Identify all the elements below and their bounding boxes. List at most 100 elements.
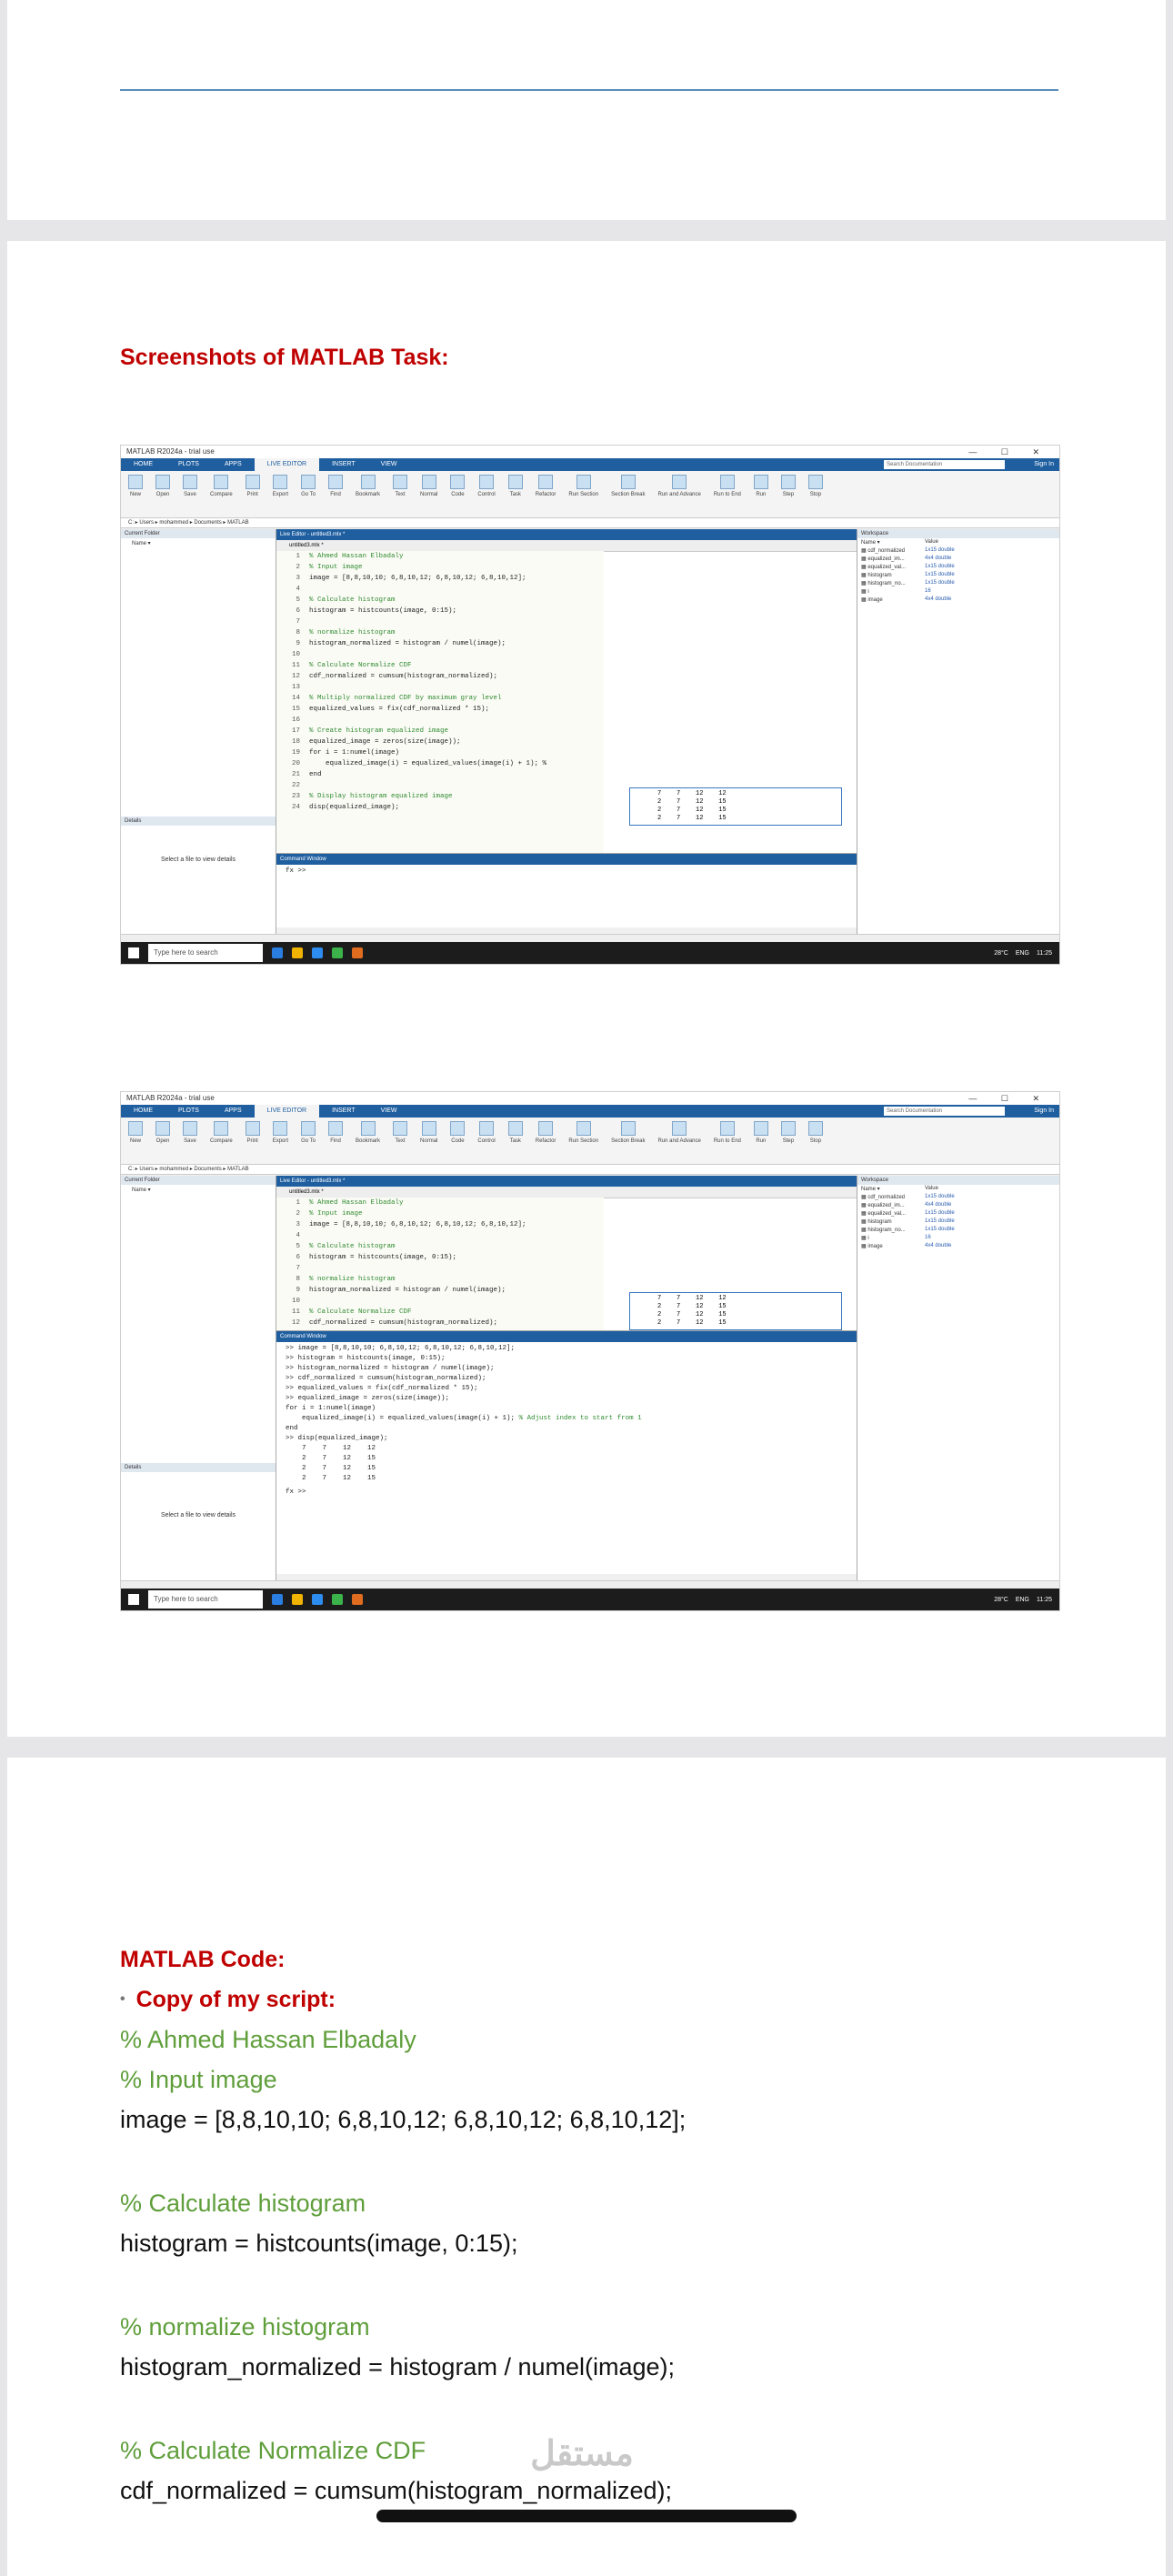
tab-home[interactable]: HOME [134,461,153,467]
edge-icon[interactable] [272,947,283,958]
command-prompt[interactable]: fx >> [286,867,306,875]
ribbon-print-button[interactable]: Print [245,1121,260,1160]
ribbon-go-to-button[interactable]: Go To [301,475,316,514]
ribbon-save-button[interactable]: Save [183,1121,197,1160]
tab-apps[interactable]: APPS [224,461,242,467]
command-output-row: 2 7 12 15 [286,1475,376,1482]
ribbon-run-and-advance-button[interactable]: Run and Advance [657,1121,701,1160]
ribbon-save-button[interactable]: Save [183,475,197,514]
ribbon-open-button[interactable]: Open [155,475,170,514]
ribbon-new-button[interactable]: New [128,475,143,514]
edge-icon[interactable] [272,1594,283,1605]
ribbon-task-button[interactable]: Task [507,475,523,514]
ribbon-run-button[interactable]: Run [753,475,768,514]
mail-icon[interactable] [312,1594,323,1605]
file-explorer-icon[interactable] [292,947,303,958]
mail-icon[interactable] [312,947,323,958]
workspace-variable[interactable]: ▦ equalized_val...1x15 double [861,1210,955,1217]
workspace-variable[interactable]: ▦ equalized_val...1x15 double [861,564,955,570]
ribbon-run-button[interactable]: Run [753,1121,768,1160]
ribbon-run-to-end-button[interactable]: Run to End [714,475,741,514]
ribbon-compare-button[interactable]: Compare [210,475,233,514]
ribbon-new-button[interactable]: New [128,1121,143,1160]
command-window[interactable]: Command Window >> image = [8,8,10,10; 6,… [276,1330,857,1574]
tab-plots[interactable]: PLOTS [178,1108,199,1114]
ribbon-run-to-end-button[interactable]: Run to End [714,1121,741,1160]
ribbon-normal-button[interactable]: Normal [420,475,437,514]
workspace-variable[interactable]: ▦ equalized_im...4x4 double [861,556,952,562]
ribbon-icon [301,475,316,489]
ribbon-code-button[interactable]: Code [450,1121,466,1160]
whatsapp-icon[interactable] [332,1594,343,1605]
workspace-variable[interactable]: ▦ equalized_im...4x4 double [861,1202,952,1208]
search-documentation-input[interactable]: Search Documentation [884,1107,1005,1116]
ribbon-normal-button[interactable]: Normal [420,1121,437,1160]
ribbon-text-button[interactable]: Text [393,475,408,514]
ribbon-go-to-button[interactable]: Go To [301,1121,316,1160]
ribbon-step-button[interactable]: Step [780,475,796,514]
ribbon-run-section-button[interactable]: Run Section [568,1121,598,1160]
ribbon-bookmark-button[interactable]: Bookmark [356,1121,380,1160]
ribbon-print-button[interactable]: Print [245,475,260,514]
ribbon-export-button[interactable]: Export [273,475,288,514]
ribbon-run-and-advance-button[interactable]: Run and Advance [657,475,701,514]
file-explorer-icon[interactable] [292,1594,303,1605]
sign-in-link[interactable]: Sign In [1034,1108,1054,1114]
windows-start-icon[interactable] [128,947,139,958]
command-window[interactable]: Command Window fx >> [276,853,857,927]
ribbon-stop-button[interactable]: Stop [807,475,823,514]
tab-insert[interactable]: INSERT [332,1108,356,1114]
tab-live-editor[interactable]: LIVE EDITOR [254,1105,320,1118]
sign-in-link[interactable]: Sign In [1034,461,1054,467]
matlab-icon[interactable] [352,947,363,958]
taskbar-search-input[interactable]: Type here to search [148,944,263,962]
home-indicator[interactable] [376,2510,797,2522]
ribbon-stop-button[interactable]: Stop [807,1121,823,1160]
workspace-variable[interactable]: ▦ histogram_no...1x15 double [861,1227,955,1233]
taskbar-search-input[interactable]: Type here to search [148,1590,263,1609]
ribbon-section-break-button[interactable]: Section Break [611,475,645,514]
windows-start-icon[interactable] [128,1594,139,1605]
ribbon-text-button[interactable]: Text [393,1121,408,1160]
ribbon-export-button[interactable]: Export [273,1121,288,1160]
ribbon-bookmark-button[interactable]: Bookmark [356,475,380,514]
ribbon-refactor-button[interactable]: Refactor [536,475,556,514]
ribbon-run-section-button[interactable]: Run Section [568,475,598,514]
ribbon-open-button[interactable]: Open [155,1121,170,1160]
ribbon-step-button[interactable]: Step [780,1121,796,1160]
ribbon-control-button[interactable]: Control [477,1121,496,1160]
live-editor[interactable]: Live Editor - untitled3.mlx * untitled3.… [276,1176,857,1330]
whatsapp-icon[interactable] [332,947,343,958]
ribbon-icon [393,1121,408,1136]
ribbon-compare-button[interactable]: Compare [210,1121,233,1160]
tab-view[interactable]: VIEW [380,461,397,467]
ribbon-section-break-button[interactable]: Section Break [611,1121,645,1160]
command-prompt[interactable]: fx >> [286,1488,306,1496]
tab-apps[interactable]: APPS [224,1108,242,1114]
live-editor[interactable]: Live Editor - untitled3.mlx * untitled3.… [276,529,857,853]
matlab-icon[interactable] [352,1594,363,1605]
ribbon-find-button[interactable]: Find [328,1121,344,1160]
ribbon-refactor-button[interactable]: Refactor [536,1121,556,1160]
tab-live-editor[interactable]: LIVE EDITOR [254,458,320,471]
ribbon-control-button[interactable]: Control [477,475,496,514]
ribbon-code-button[interactable]: Code [450,475,466,514]
tab-insert[interactable]: INSERT [332,461,356,467]
tab-home[interactable]: HOME [134,1108,153,1114]
ribbon-find-button[interactable]: Find [328,475,344,514]
ribbon-task-button[interactable]: Task [507,1121,523,1160]
tab-plots[interactable]: PLOTS [178,461,199,467]
search-documentation-input[interactable]: Search Documentation [884,460,1005,469]
workspace-variable[interactable]: ▦ histogram_no...1x15 double [861,580,955,586]
tab-view[interactable]: VIEW [380,1108,397,1114]
